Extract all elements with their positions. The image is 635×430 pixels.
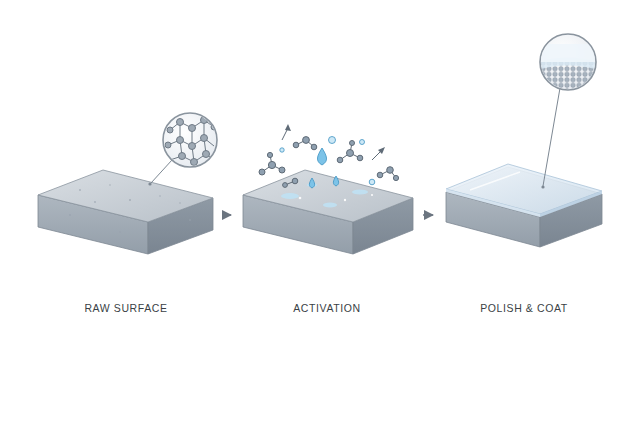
flow-arrow — [423, 214, 433, 216]
reactive-molecules — [259, 124, 399, 187]
process-step: RAW SURFACE — [31, 155, 221, 320]
step-caption: POLISH & COAT — [436, 302, 612, 314]
caption-holder: RAW SURFACE — [31, 302, 221, 314]
raw-slab — [38, 113, 217, 254]
water-droplets — [280, 137, 375, 189]
step-caption: ACTIVATION — [234, 302, 420, 314]
caption-holder: POLISH & COAT — [436, 302, 612, 314]
step-caption: RAW SURFACE — [31, 302, 221, 314]
coated-slab — [446, 34, 602, 247]
flow-arrow — [224, 214, 231, 216]
process-step: ACTIVATION — [234, 155, 420, 320]
caption-holder: ACTIVATION — [234, 302, 420, 314]
activation-slab — [243, 170, 413, 254]
process-step: POLISH & COAT — [436, 155, 612, 320]
